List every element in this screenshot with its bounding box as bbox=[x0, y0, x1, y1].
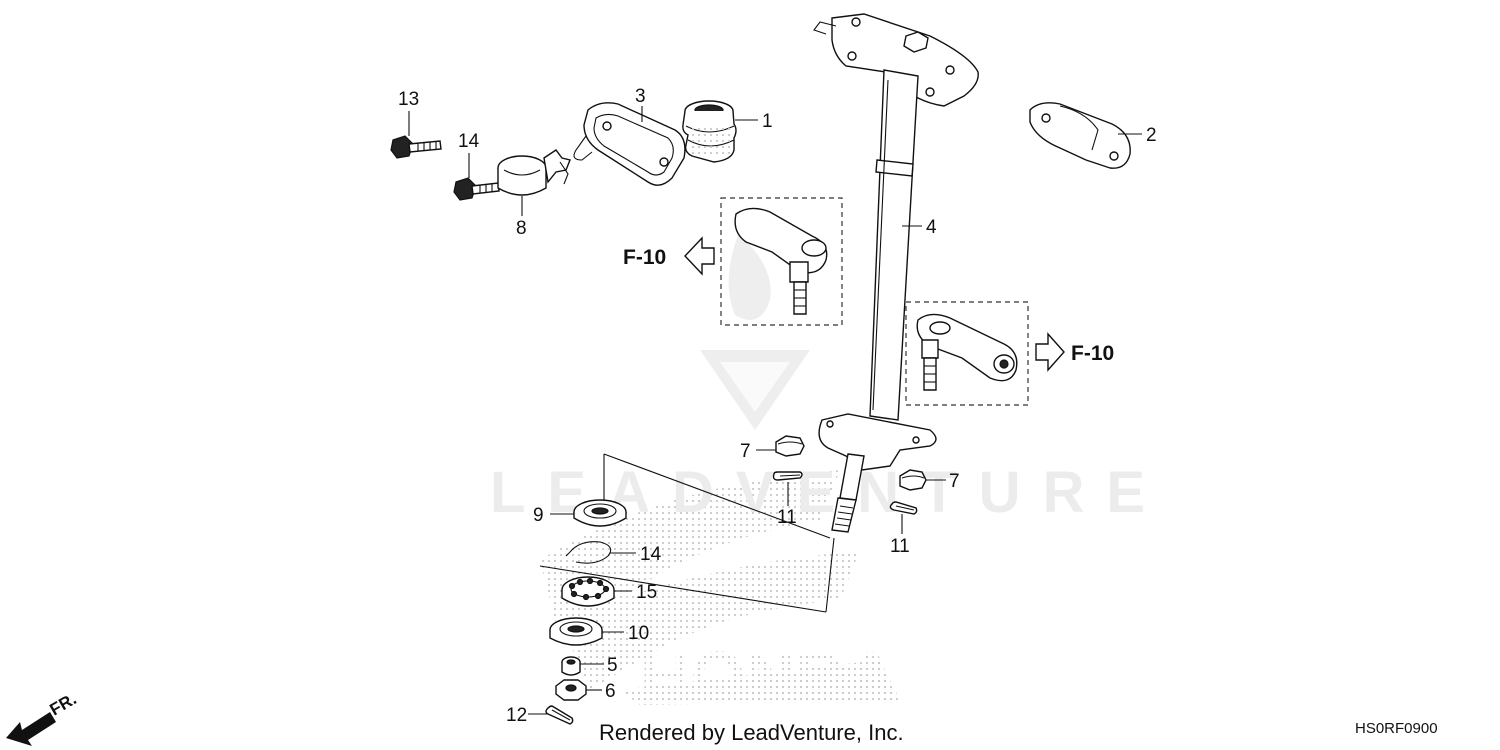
part-3-plate[interactable] bbox=[573, 102, 686, 186]
callout-7-left: 7 bbox=[740, 441, 751, 462]
callout-5: 5 bbox=[607, 655, 618, 676]
part-14-bolt-lower[interactable] bbox=[453, 177, 500, 201]
part-11-pin-left[interactable] bbox=[772, 471, 803, 481]
callout-11-right: 11 bbox=[890, 536, 910, 557]
ref-label-f10-right[interactable]: F-10 bbox=[1071, 342, 1114, 365]
part-7-nut-right[interactable] bbox=[899, 469, 927, 491]
part-13-snap-ring[interactable] bbox=[565, 541, 612, 564]
callout-10: 10 bbox=[628, 623, 649, 644]
callout-4: 4 bbox=[926, 217, 937, 238]
callout-3: 3 bbox=[635, 86, 646, 107]
watermark-flame bbox=[728, 230, 771, 320]
callout-15: 15 bbox=[636, 582, 657, 603]
part-12-pin[interactable] bbox=[545, 705, 574, 725]
watermark-leadventure-logo bbox=[700, 350, 810, 430]
diagram-code: HS0RF0900 bbox=[1355, 720, 1438, 737]
explode-guide-lines bbox=[539, 453, 835, 613]
part-15-bearing[interactable] bbox=[561, 576, 615, 607]
part-9-seal[interactable] bbox=[573, 499, 627, 527]
ref-label-f10-left[interactable]: F-10 bbox=[623, 246, 666, 269]
callout-6: 6 bbox=[605, 681, 616, 702]
callout-7-right: 7 bbox=[949, 471, 960, 492]
part-7-nut-left[interactable] bbox=[775, 435, 805, 457]
part-1-boot[interactable] bbox=[682, 100, 737, 163]
callout-14-upper: 13 bbox=[398, 89, 419, 110]
part-2-cover[interactable] bbox=[1029, 102, 1131, 169]
front-direction-arrow-icon bbox=[6, 712, 56, 746]
watermark-honda-text: HONDA bbox=[640, 637, 897, 715]
callout-13: 14 bbox=[640, 544, 662, 565]
callout-14-lower: 14 bbox=[458, 131, 480, 152]
tie-rod-end-right-box bbox=[905, 301, 1029, 406]
tie-rod-end-right[interactable] bbox=[916, 313, 1018, 391]
callout-2: 2 bbox=[1146, 125, 1157, 146]
part-5-collar[interactable] bbox=[561, 656, 581, 676]
part-4-steering-column[interactable] bbox=[813, 13, 979, 533]
watermark-honda-wing: HONDA bbox=[540, 470, 900, 715]
tie-rod-end-left[interactable] bbox=[734, 207, 828, 315]
tie-rod-end-left-box bbox=[720, 197, 843, 326]
part-8-clamp[interactable] bbox=[497, 149, 571, 196]
part-10-seal[interactable] bbox=[549, 617, 603, 646]
part-6-nut[interactable] bbox=[555, 679, 587, 701]
footer-credit: Rendered by LeadVenture, Inc. bbox=[599, 720, 904, 745]
callout-1: 1 bbox=[762, 111, 773, 132]
callout-12: 12 bbox=[506, 705, 527, 726]
callout-8: 8 bbox=[516, 218, 527, 239]
callout-11-left: 11 bbox=[777, 507, 797, 528]
part-11-pin-right[interactable] bbox=[889, 501, 918, 515]
ref-arrow-right[interactable] bbox=[1035, 332, 1065, 372]
ref-arrow-left[interactable] bbox=[684, 236, 715, 276]
callout-9: 9 bbox=[533, 505, 544, 526]
part-14-bolt-upper[interactable] bbox=[390, 135, 442, 159]
